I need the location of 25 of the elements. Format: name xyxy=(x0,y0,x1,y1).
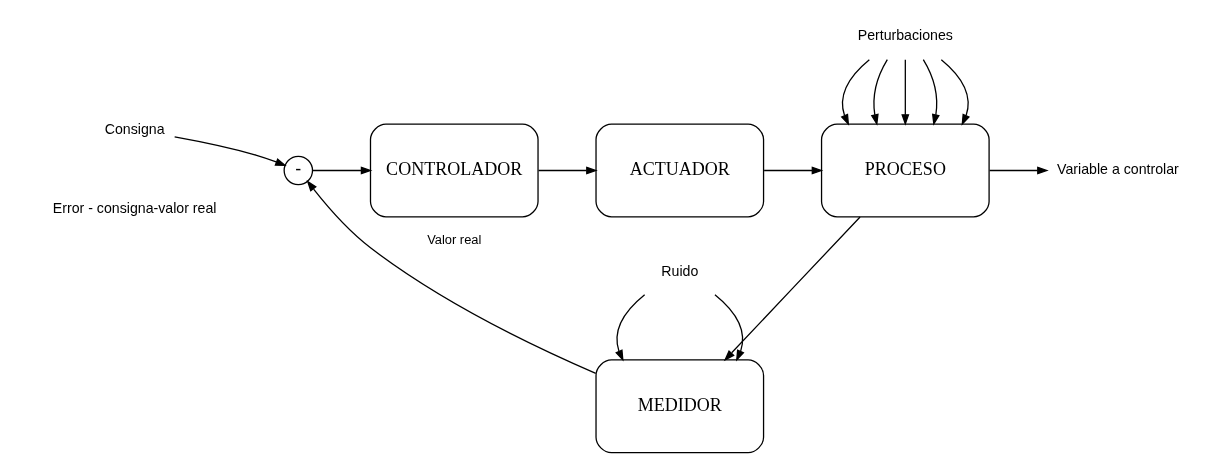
node-box: MEDIDOR xyxy=(595,359,765,454)
node-box: ACTUADOR xyxy=(595,123,765,218)
node-text: Ruido xyxy=(661,262,699,279)
node-text: Consigna xyxy=(104,121,165,138)
arrow xyxy=(537,166,598,175)
arrow xyxy=(714,294,745,362)
node-circle: - xyxy=(283,155,314,186)
arrow xyxy=(312,166,373,175)
node-box: CONTROLADOR xyxy=(369,123,539,218)
arrow xyxy=(840,59,870,126)
node-text: Variable a controlar xyxy=(1057,161,1179,178)
arrow xyxy=(306,180,597,374)
arrow xyxy=(615,294,646,362)
arrow xyxy=(989,166,1049,175)
arrow xyxy=(922,59,940,126)
arrow xyxy=(940,59,970,126)
edge-label: Valor real xyxy=(427,231,482,247)
arrow xyxy=(174,136,287,167)
arrow xyxy=(723,216,861,362)
label: Error - consigna-valor real xyxy=(52,199,217,216)
node-text: Perturbaciones xyxy=(857,27,953,44)
arrow xyxy=(870,59,888,126)
arrow xyxy=(763,166,824,175)
arrow xyxy=(901,59,910,126)
node-box: PROCESO xyxy=(820,123,990,218)
